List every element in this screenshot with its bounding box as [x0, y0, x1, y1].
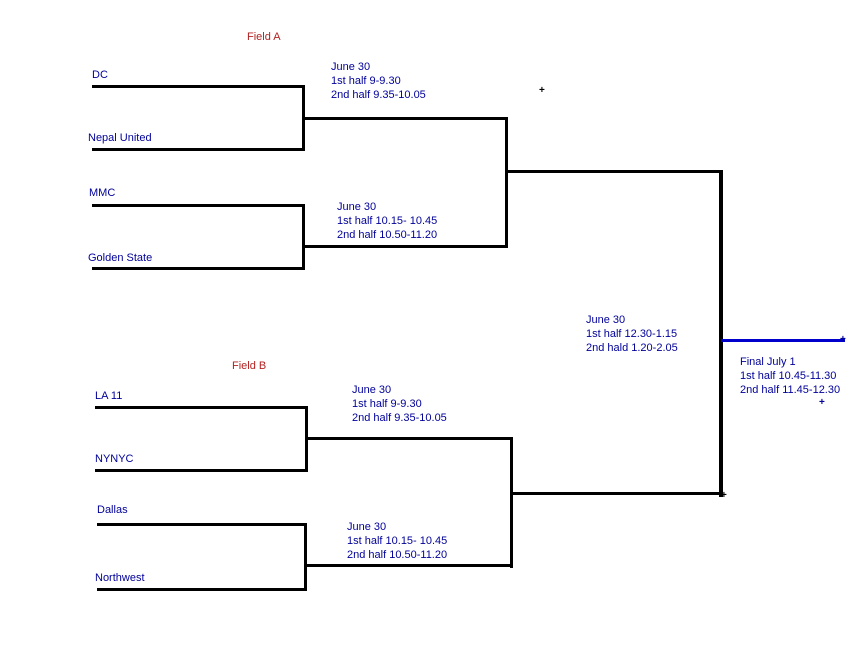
schedule-field-a-match2: June 30 1st half 10.15- 10.45 2nd half 1… [337, 200, 437, 242]
connector-b-match2 [304, 523, 307, 591]
team-line-dc [92, 85, 305, 88]
schedule-field-b-match1: June 30 1st half 9-9.30 2nd half 9.35-10… [352, 383, 447, 425]
stray-plus-mark: + [819, 397, 825, 408]
team-label-dallas: Dallas [97, 504, 128, 516]
schedule-line: June 30 [337, 201, 377, 213]
team-label-dc: DC [92, 69, 108, 81]
team-line-la11 [95, 406, 308, 409]
team-line-northwest [97, 588, 307, 591]
schedule-line: June 30 [347, 521, 387, 533]
schedule-line: 2nd half 10.50-11.20 [337, 229, 438, 241]
connector-a-semifinal [505, 117, 508, 248]
team-line-mmc [92, 204, 305, 207]
schedule-final: Final July 1 1st half 10.45-11.30 2nd ha… [740, 355, 840, 397]
stray-plus-mark: + [721, 490, 727, 501]
schedule-line: 2nd half 10.50-11.20 [347, 549, 448, 561]
schedule-semifinal-a: June 30 1st half 12.30-1.15 2nd hald 1.2… [586, 313, 678, 355]
schedule-line: 2nd half 9.35-10.05 [352, 412, 447, 424]
winner-line-b-match1 [305, 437, 513, 440]
team-label-la11: LA 11 [95, 390, 123, 402]
schedule-line: 1st half 9-9.30 [331, 75, 401, 87]
schedule-line: June 30 [331, 61, 371, 73]
team-label-golden: Golden State [88, 252, 153, 264]
team-label-nepal: Nepal United [88, 132, 152, 144]
schedule-line: Final July 1 [740, 356, 796, 368]
team-label-northwest: Northwest [95, 572, 145, 584]
schedule-line: 1st half 10.15- 10.45 [337, 215, 438, 227]
connector-b-semifinal [510, 437, 513, 568]
team-line-nynyc [95, 469, 308, 472]
schedule-line: 1st half 10.45-11.30 [740, 370, 837, 382]
winner-line-a-match2 [302, 245, 508, 248]
schedule-line: 1st half 10.15- 10.45 [347, 535, 448, 547]
field-b-label: Field B [232, 360, 267, 372]
winner-line-a-semifinal [505, 170, 722, 173]
winner-line-b-match2 [304, 564, 513, 567]
team-label-nynyc: NYNYC [95, 453, 134, 465]
schedule-line: 2nd half 11.45-12.30 [740, 384, 841, 396]
schedule-field-b-match2: June 30 1st half 10.15- 10.45 2nd half 1… [347, 520, 447, 562]
winner-line-b-semifinal [510, 492, 722, 495]
schedule-line: 1st half 9-9.30 [352, 398, 422, 410]
connector-final [719, 170, 723, 497]
team-line-golden [92, 267, 305, 270]
connector-a-match2 [302, 204, 305, 270]
final-winner-line [721, 339, 845, 342]
schedule-line: 2nd hald 1.20-2.05 [586, 342, 678, 354]
schedule-line: June 30 [352, 384, 392, 396]
schedule-line: 2nd half 9.35-10.05 [331, 89, 426, 101]
schedule-line: 1st half 12.30-1.15 [586, 328, 678, 340]
team-label-mmc: MMC [89, 187, 116, 199]
winner-line-a-match1 [302, 117, 508, 120]
schedule-line: June 30 [586, 314, 626, 326]
schedule-field-a-match1: June 30 1st half 9-9.30 2nd half 9.35-10… [331, 60, 426, 102]
stray-plus-mark: + [539, 85, 545, 96]
team-line-nepal [92, 148, 305, 151]
team-line-dallas [97, 523, 307, 526]
stray-plus-mark: + [840, 334, 846, 345]
field-a-label: Field A [247, 31, 281, 43]
